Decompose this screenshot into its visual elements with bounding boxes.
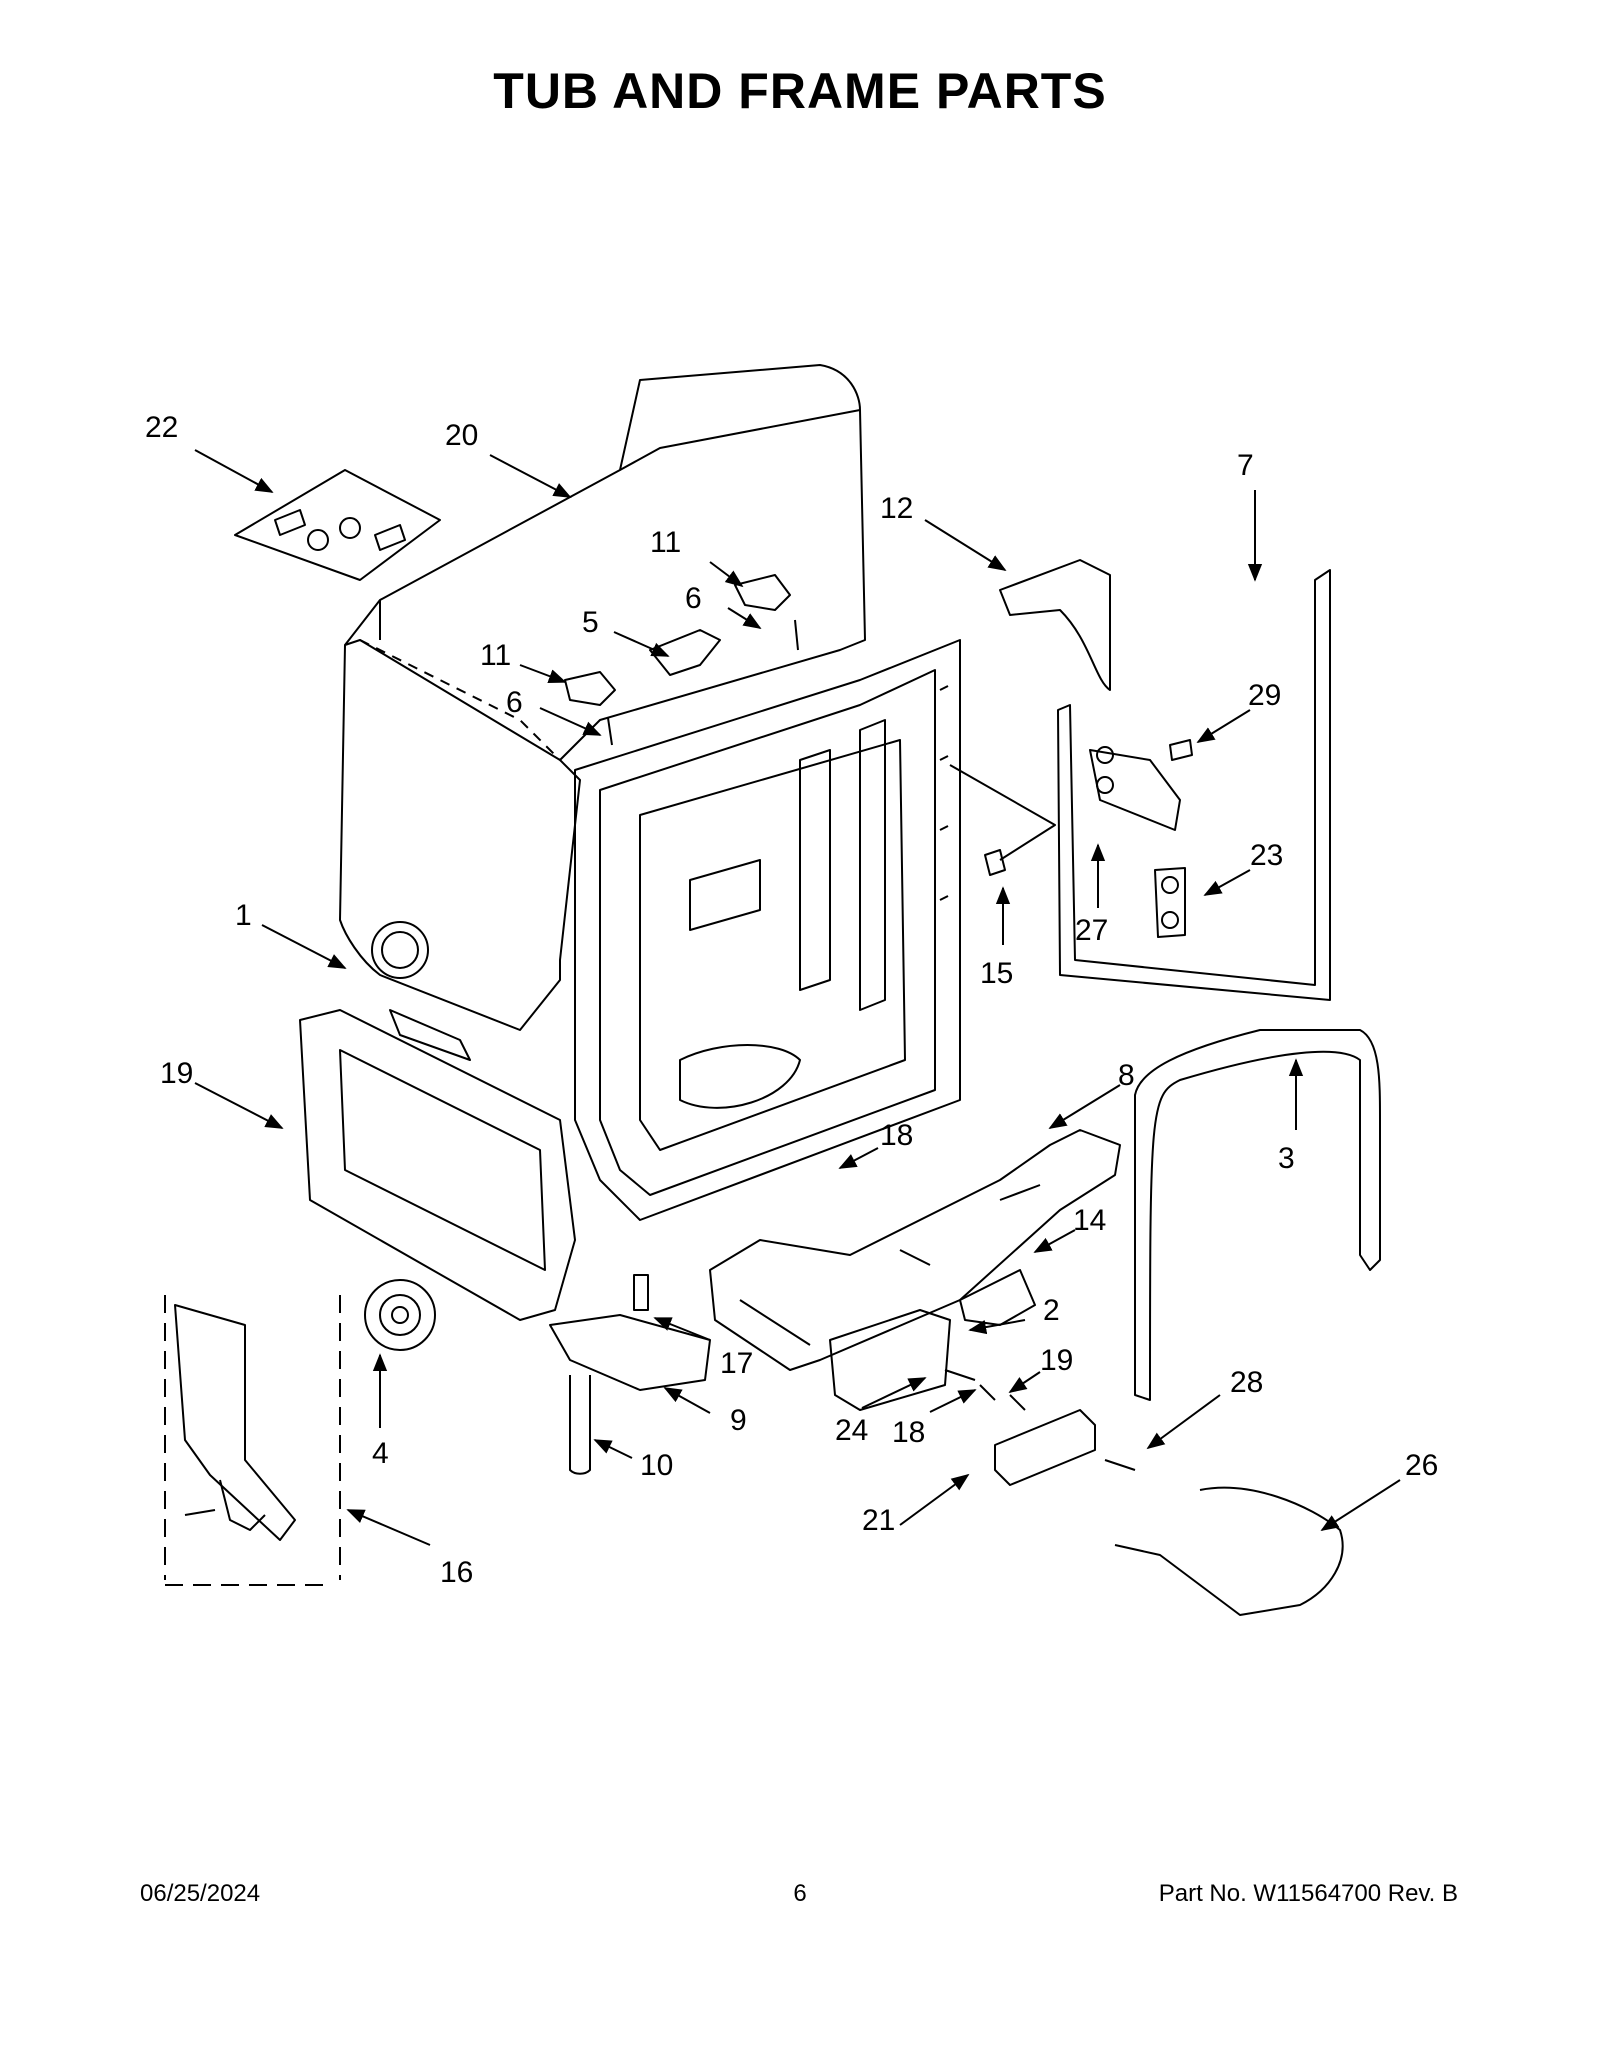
callout-22: 20 bbox=[445, 419, 478, 452]
callout-2: 2 bbox=[1043, 1294, 1060, 1327]
callout-1: 1 bbox=[235, 899, 252, 932]
callout-7: 7 bbox=[1237, 449, 1254, 482]
tub-insulation-part bbox=[339, 364, 866, 1031]
wire-harness-part bbox=[1114, 1486, 1344, 1616]
callout-11: 11 bbox=[650, 526, 681, 559]
footer-page-number: 6 bbox=[793, 1880, 807, 1907]
wheel-part bbox=[364, 1279, 436, 1351]
bottom-gasket-part bbox=[1134, 1029, 1381, 1401]
kit-box-part bbox=[164, 1295, 341, 1586]
callout-28: 28 bbox=[1230, 1366, 1263, 1399]
callout-21: 19 bbox=[160, 1057, 193, 1090]
side-gasket-part bbox=[1057, 569, 1331, 1001]
vent-trim-part bbox=[999, 559, 1111, 691]
callout-25: 24 bbox=[835, 1414, 868, 1447]
callout-27: 27 bbox=[1075, 914, 1108, 947]
leader-arrows bbox=[194, 449, 1401, 1546]
callout-20: 21 bbox=[862, 1504, 895, 1537]
callout-17: 18 bbox=[892, 1416, 925, 1449]
drain-hose-part bbox=[569, 1375, 591, 1475]
page-title: TUB AND FRAME PARTS bbox=[493, 63, 1107, 119]
callout-10: 10 bbox=[640, 1449, 673, 1482]
callout-6b: 6 bbox=[506, 686, 523, 719]
front-frame-part bbox=[299, 1009, 576, 1321]
callout-4: 4 bbox=[372, 1437, 389, 1470]
callout-18: 19 bbox=[1040, 1344, 1073, 1377]
callout-16: 17 bbox=[720, 1347, 753, 1380]
bracket-parts bbox=[564, 574, 799, 746]
callout-8: 8 bbox=[1118, 1059, 1135, 1092]
callout-3: 3 bbox=[1278, 1142, 1295, 1175]
leveling-leg-part bbox=[633, 1274, 649, 1311]
sensor-part bbox=[829, 1309, 951, 1411]
rail-parts bbox=[949, 739, 1193, 938]
callout-24: 22 bbox=[145, 411, 178, 444]
callout-9: 9 bbox=[730, 1404, 747, 1437]
hardware-bag-part bbox=[234, 469, 441, 581]
callout-11b: 11 bbox=[480, 639, 511, 672]
callout-19: 18 bbox=[880, 1119, 913, 1152]
base-part bbox=[709, 1129, 1121, 1371]
callout-12: 12 bbox=[880, 492, 913, 525]
callout-13: 14 bbox=[1073, 1204, 1106, 1237]
tub-part bbox=[371, 639, 961, 1221]
callout-labels: 22 20 11 6 5 11 6 12 7 29 27 23 15 1 8 3… bbox=[145, 411, 1438, 1589]
callout-14: 15 bbox=[980, 957, 1013, 990]
footer-part-number: Part No. W11564700 Rev. B bbox=[1158, 1880, 1458, 1907]
drain-bracket-part bbox=[549, 1314, 711, 1391]
callout-6: 6 bbox=[685, 582, 702, 615]
callout-5: 5 bbox=[582, 606, 599, 639]
callout-15: 16 bbox=[440, 1556, 473, 1589]
callout-29: 29 bbox=[1248, 679, 1281, 712]
callout-23: 23 bbox=[1250, 839, 1283, 872]
callout-26: 26 bbox=[1405, 1449, 1438, 1482]
cover-part bbox=[994, 1409, 1096, 1486]
pump-mount-part bbox=[959, 1269, 1036, 1326]
footer-date: 06/25/2024 bbox=[140, 1880, 261, 1907]
